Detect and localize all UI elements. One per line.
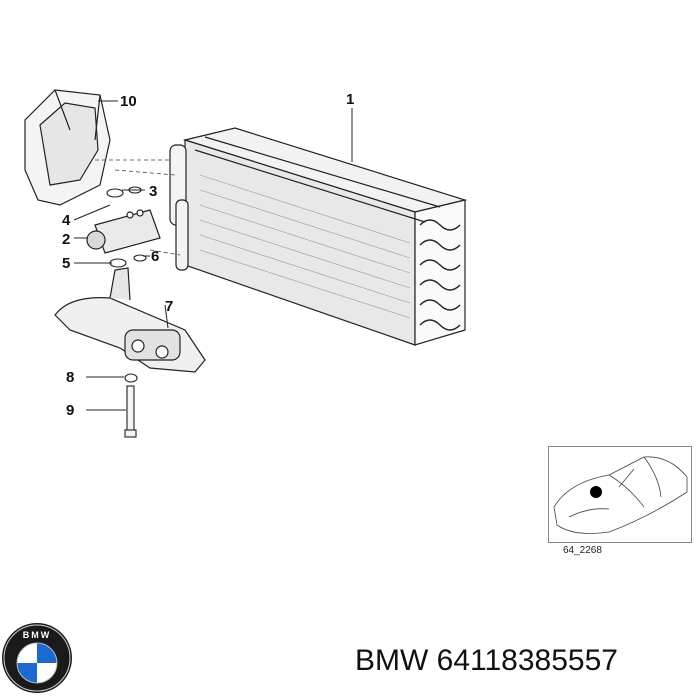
location-marker	[590, 486, 602, 498]
callout-5: 5	[62, 255, 70, 272]
cover-housing	[24, 89, 111, 206]
inset-code: 64_2268	[563, 545, 602, 556]
inset-code-text: 64_2268	[563, 545, 602, 556]
callout-2: 2	[62, 231, 70, 248]
callout-7: 7	[165, 298, 173, 315]
bmw-logo: BMW	[2, 623, 72, 693]
bolt	[124, 385, 137, 438]
callout-8: 8	[66, 369, 74, 386]
callout-1: 1	[346, 91, 354, 108]
callout-9: 9	[66, 402, 74, 419]
washer	[124, 373, 138, 383]
expansion-valve	[86, 209, 161, 254]
svg-text:BMW: BMW	[23, 630, 52, 640]
brand-label: BMW	[355, 644, 429, 677]
car-outline	[553, 456, 688, 534]
callout-10: 10	[120, 93, 137, 110]
evaporator-core	[169, 127, 468, 346]
callout-4: 4	[62, 212, 71, 229]
callout-6: 6	[151, 248, 159, 265]
callout-3: 3	[149, 183, 157, 200]
location-inset	[548, 446, 692, 543]
part-number: 64118385557	[436, 644, 618, 677]
part-number-line: BMW 64118385557	[355, 644, 618, 678]
pipe-bracket	[54, 267, 206, 373]
